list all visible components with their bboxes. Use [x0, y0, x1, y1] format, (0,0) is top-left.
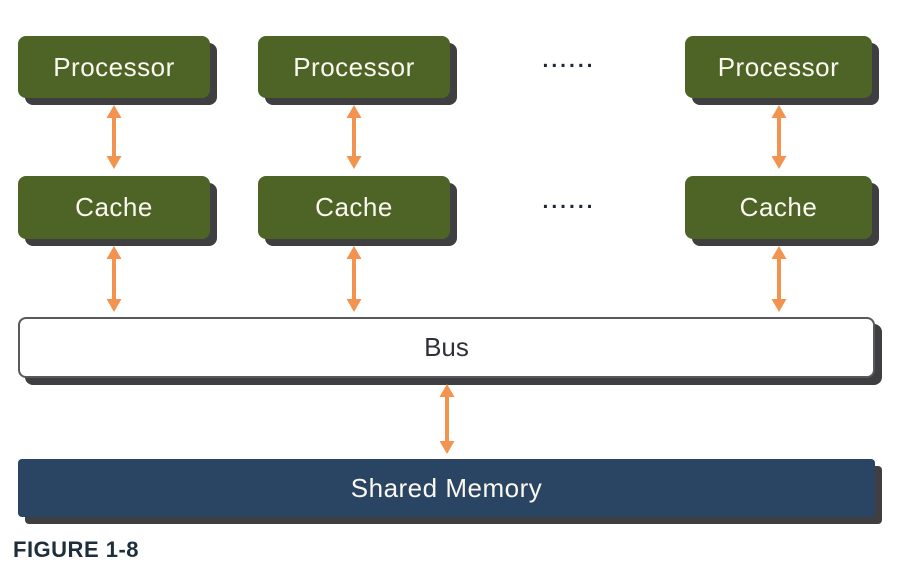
ellipsis-processor-row: ...... [542, 49, 596, 72]
ellipsis-cache-row: ...... [542, 190, 596, 213]
double-arrow-processor1-cache1 [106, 105, 122, 169]
cache-box-2: Cache [258, 176, 450, 239]
processor-label-2: Processor [293, 51, 415, 82]
processor-label-1: Processor [53, 51, 175, 82]
shared-memory-box: Shared Memory [18, 459, 875, 517]
double-arrow-processor3-cache3 [771, 105, 787, 169]
processor-box-2: Processor [258, 36, 450, 98]
cache-box-1: Cache [18, 176, 210, 239]
cache-box-3: Cache [685, 176, 872, 239]
double-arrow-cache1-bus [106, 246, 122, 312]
bus-label: Bus [424, 332, 469, 362]
double-arrow-cache3-bus [771, 246, 787, 312]
cache-label-3: Cache [739, 192, 818, 222]
cache-label-2: Cache [315, 192, 393, 222]
shared-memory-label: Shared Memory [350, 472, 543, 503]
processor-label-3: Processor [717, 51, 840, 82]
figure-caption: FIGURE 1-8 [13, 537, 140, 562]
double-arrow-processor2-cache2 [346, 105, 362, 169]
processor-box-3: Processor [685, 36, 872, 98]
cache-label-1: Cache [75, 192, 153, 222]
double-arrow-cache2-bus [346, 246, 362, 312]
double-arrow-bus-sharedmemory [439, 384, 455, 454]
processor-box-1: Processor [18, 36, 210, 98]
bus-box: Bus [18, 317, 875, 378]
